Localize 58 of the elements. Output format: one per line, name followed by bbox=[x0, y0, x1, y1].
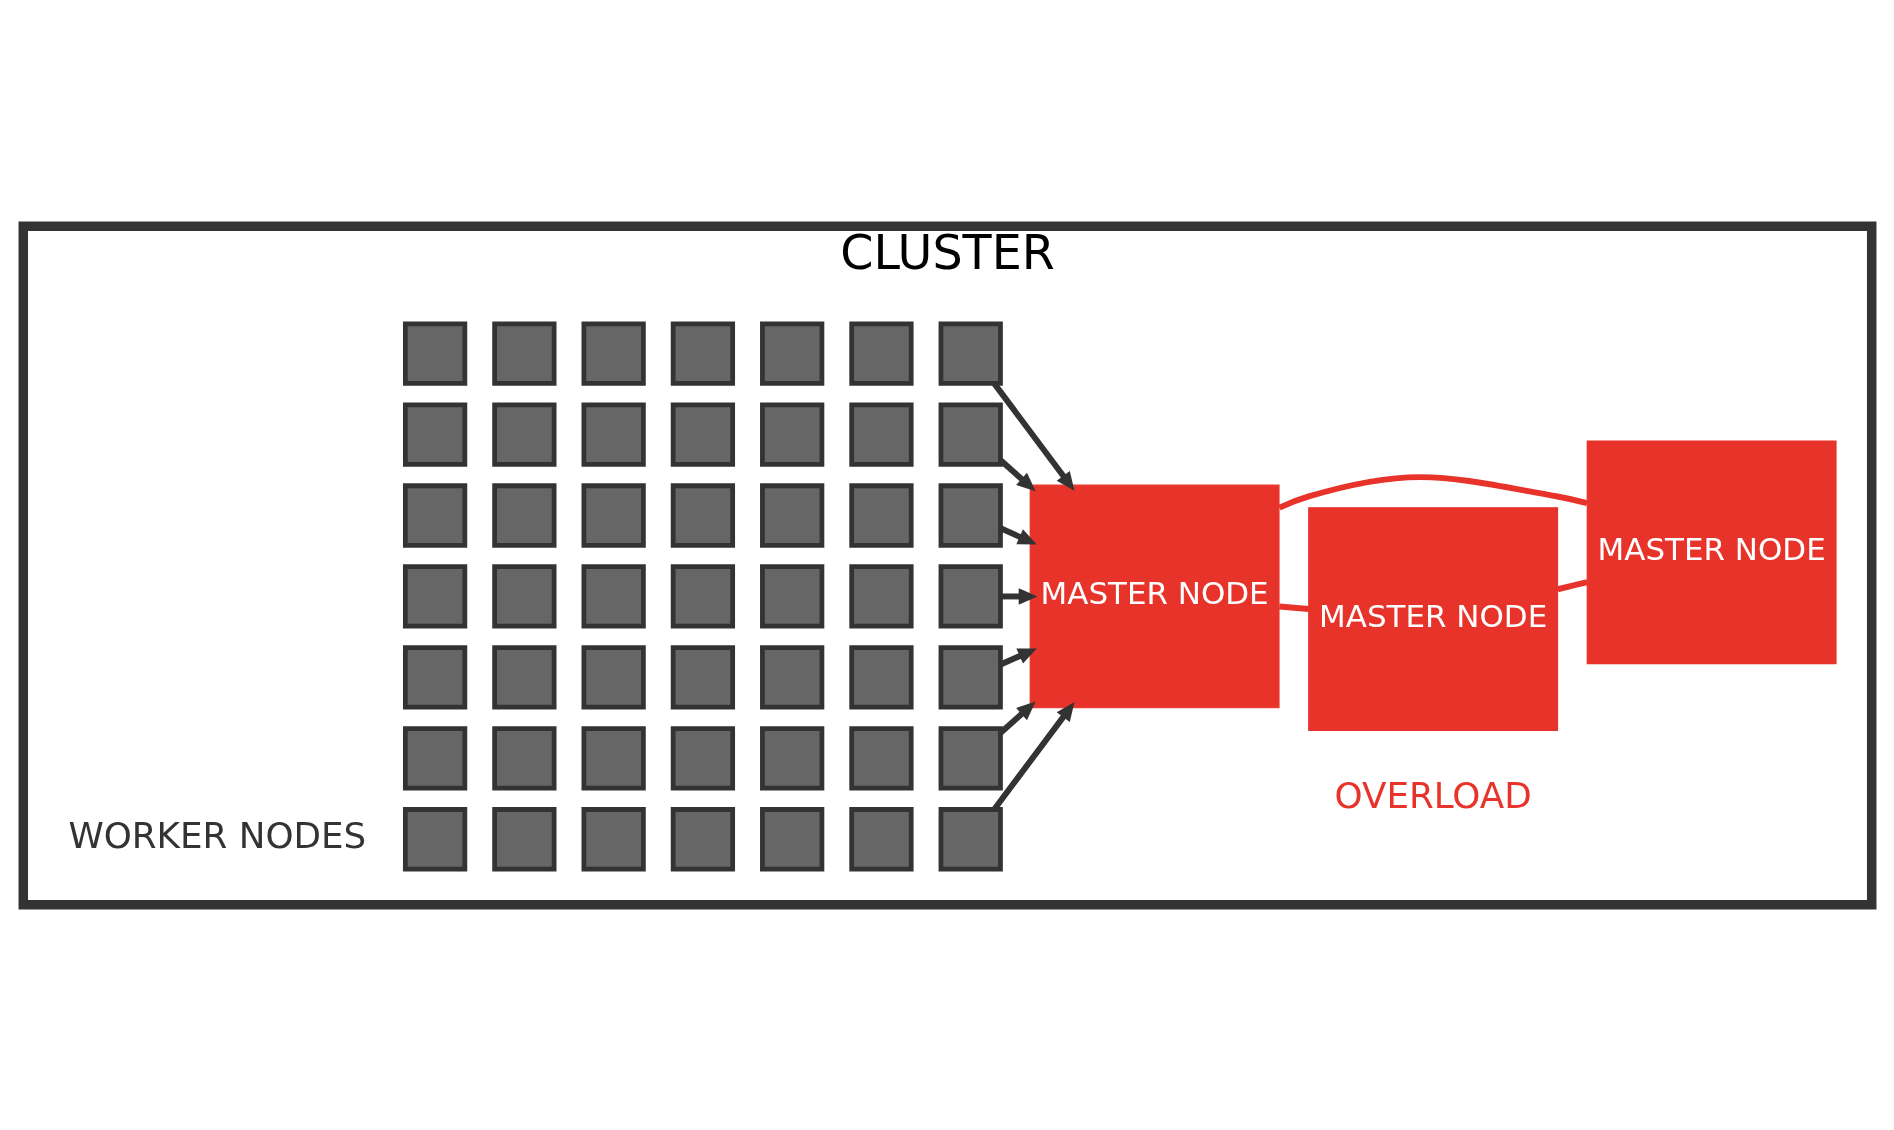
node-box bbox=[848, 644, 914, 709]
node-box bbox=[938, 725, 1003, 790]
node-box bbox=[402, 401, 467, 467]
node-box bbox=[848, 725, 914, 790]
node-box bbox=[670, 806, 735, 871]
connector bbox=[1278, 603, 1309, 612]
node-box: MASTER NODE bbox=[1307, 506, 1558, 731]
node-box bbox=[759, 482, 824, 548]
node-box bbox=[491, 725, 556, 790]
node-box bbox=[581, 482, 646, 548]
node-box bbox=[670, 725, 735, 790]
node-box bbox=[581, 725, 646, 790]
node-box bbox=[670, 401, 735, 467]
node-box bbox=[938, 644, 1003, 709]
node-box bbox=[848, 806, 914, 871]
node-box bbox=[491, 644, 556, 709]
node-box bbox=[938, 401, 1003, 467]
node-box bbox=[848, 401, 914, 467]
node-box: MASTER NODE bbox=[1586, 440, 1837, 664]
node-box bbox=[670, 321, 735, 386]
node-box bbox=[848, 482, 914, 548]
label: WORKER NODES bbox=[67, 814, 366, 856]
node-box bbox=[402, 806, 467, 871]
node-box bbox=[759, 401, 824, 467]
node-box bbox=[402, 563, 467, 629]
node-box bbox=[402, 725, 467, 790]
node-box bbox=[670, 563, 735, 629]
node-box bbox=[759, 725, 824, 790]
node-box bbox=[759, 644, 824, 709]
node-box bbox=[759, 806, 824, 871]
label: OVERLOAD bbox=[1334, 774, 1532, 816]
node-box bbox=[491, 806, 556, 871]
node-box bbox=[402, 321, 467, 386]
node-box bbox=[759, 563, 824, 629]
node-box: MASTER NODE bbox=[1029, 484, 1280, 708]
node-box bbox=[670, 482, 735, 548]
node-box bbox=[848, 563, 914, 629]
node-box bbox=[938, 806, 1003, 871]
node-box bbox=[670, 644, 735, 709]
node-box bbox=[491, 563, 556, 629]
node-box bbox=[491, 321, 556, 386]
node-box bbox=[848, 321, 914, 386]
node-box bbox=[581, 806, 646, 871]
arrow bbox=[1000, 587, 1037, 605]
node-box bbox=[938, 482, 1003, 548]
node-box bbox=[581, 401, 646, 467]
node-box bbox=[491, 401, 556, 467]
connector bbox=[1556, 578, 1588, 592]
node-box bbox=[402, 482, 467, 548]
node-box bbox=[491, 482, 556, 548]
connector bbox=[1277, 473, 1588, 510]
node-box bbox=[938, 563, 1003, 629]
node-box bbox=[402, 644, 467, 709]
node-box bbox=[581, 563, 646, 629]
node-box bbox=[938, 321, 1003, 386]
node-box bbox=[581, 644, 646, 709]
node-box bbox=[581, 321, 646, 386]
node-box bbox=[759, 321, 824, 386]
